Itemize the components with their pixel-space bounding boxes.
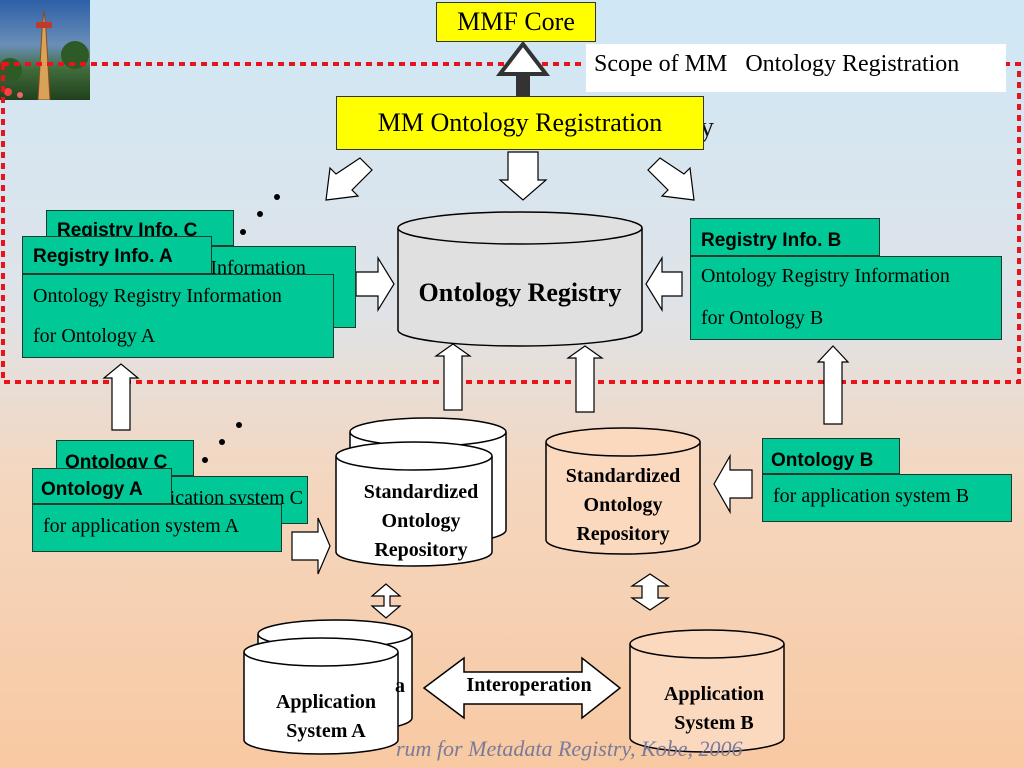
registry-info-b-line2: for Ontology B — [701, 307, 824, 329]
mmf-core-label: MMF Core — [457, 7, 575, 36]
application-system-a-back-tail: a — [395, 675, 405, 697]
registry-info-b-line1: Ontology Registry Information — [701, 265, 950, 287]
application-system-a-cylinder — [243, 619, 413, 755]
scope-label: Scope of MM Ontology Registration — [586, 44, 1006, 92]
ontology-a-tab: Ontology A — [32, 468, 172, 504]
ontology-registry-label: Ontology Registry — [418, 278, 622, 307]
registry-info-a-line1: Ontology Registry Information — [33, 285, 282, 307]
application-system-b-label: Application System B — [663, 683, 765, 734]
application-system-a-label: Application System A — [275, 691, 377, 742]
kobe-tower-photo — [0, 0, 90, 100]
ontology-b-tab: Ontology B — [762, 438, 900, 474]
registry-info-a-body: Ontology Registry Information for Ontolo… — [22, 274, 334, 358]
mm-ontology-registration-label: MM Ontology Registration — [377, 108, 663, 137]
mm-ontology-registration-box: MM Ontology Registration — [336, 96, 704, 150]
application-system-b-cylinder — [629, 629, 785, 753]
ontology-b-line1: for application system B — [773, 485, 970, 507]
mmf-core-box: MMF Core — [436, 2, 596, 42]
ontology-registry-cylinder — [397, 211, 643, 347]
ontology-a-body: for application system A — [32, 504, 282, 552]
registry-info-b-body: Ontology Registry Information for Ontolo… — [690, 256, 1002, 340]
standardized-repository-right — [545, 427, 701, 555]
interoperation-label: Interoperation — [466, 674, 592, 696]
registry-side-arrows — [355, 255, 683, 313]
footer-text: rum for Metadata Registry, Kobe, 2006 — [396, 736, 743, 761]
up-arrow-to-mmf-core — [495, 40, 551, 96]
registry-info-b-tab: Registry Info. B — [690, 218, 880, 256]
standardized-repository-right-label: Standardized Ontology Repository — [565, 465, 681, 545]
repository-up-arrows — [102, 343, 850, 431]
registry-info-a-tab: Registry Info. A — [22, 236, 212, 274]
registration-down-arrows — [325, 151, 695, 201]
vertical-double-arrows — [370, 573, 670, 619]
interoperation-arrow — [422, 656, 622, 720]
repository-input-arrows — [291, 453, 753, 575]
standardized-repository-left-label: Standardized Ontology Repository — [363, 481, 479, 561]
ontology-a-line1: for application system A — [43, 515, 240, 537]
ontology-b-body: for application system B — [762, 474, 1012, 522]
standardized-repository-left — [335, 417, 507, 567]
ellipsis-dots — [202, 194, 280, 463]
registry-info-a-line2: for Ontology A — [33, 325, 156, 347]
